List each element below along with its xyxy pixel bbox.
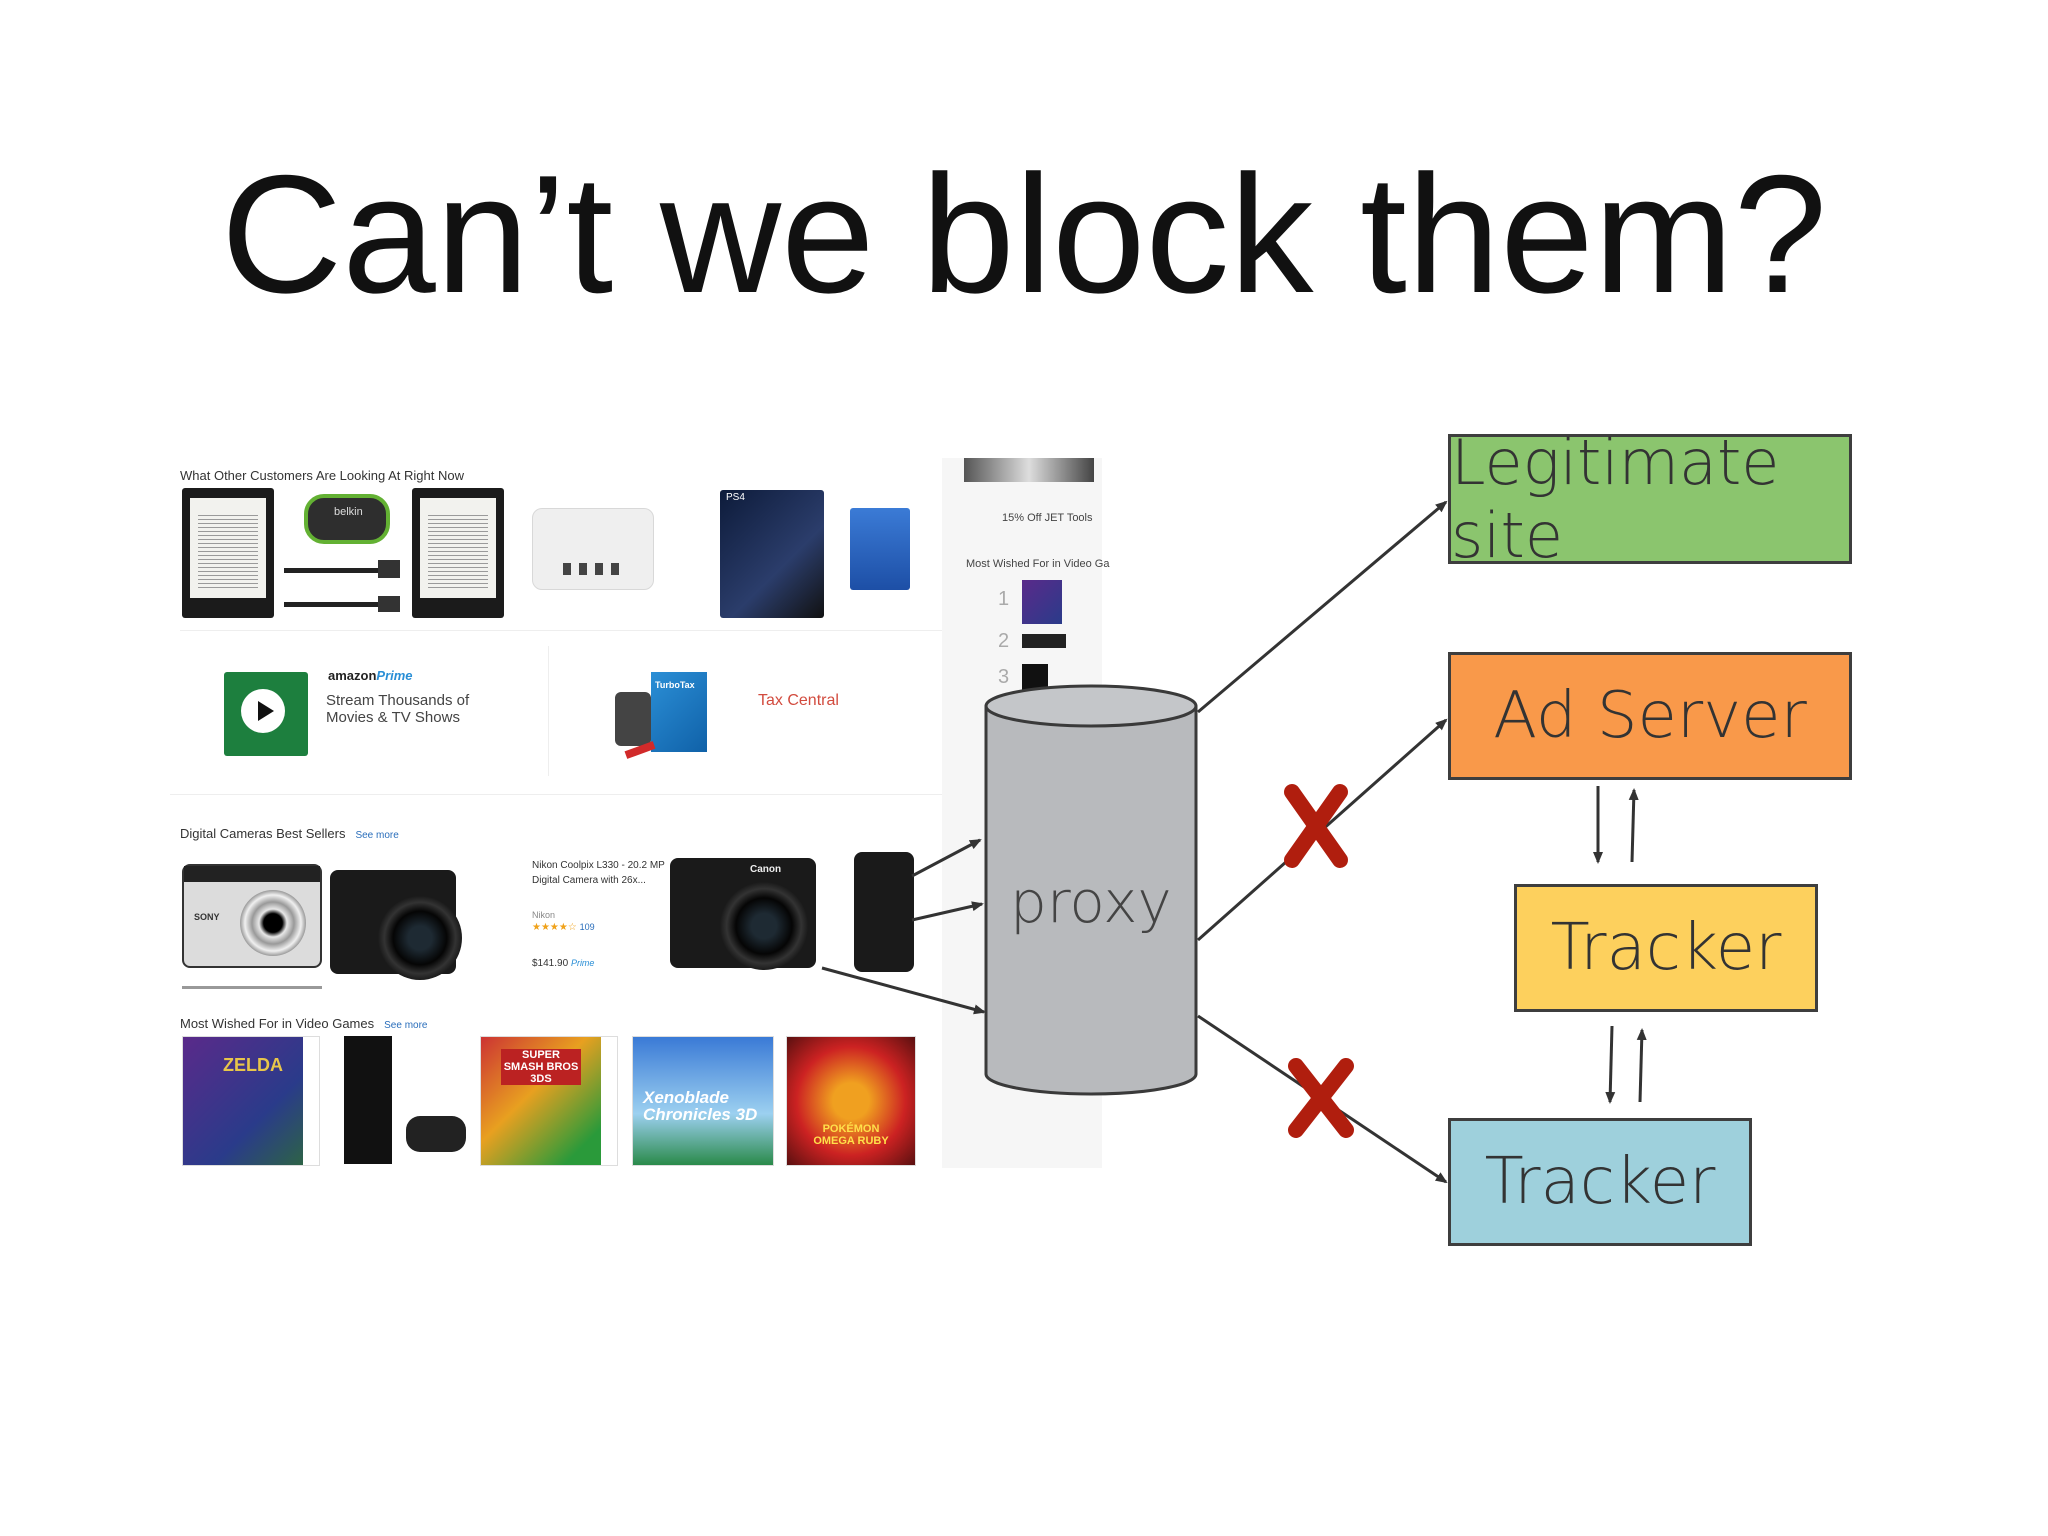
- charger-brand: belkin: [334, 506, 363, 518]
- prime-promo-text[interactable]: Stream Thousands of Movies & TV Shows: [326, 692, 470, 727]
- laptop-product-image[interactable]: [850, 508, 910, 590]
- xenoblade-label: Xenoblade Chronicles 3D: [643, 1088, 758, 1124]
- turbotax-label: TurboTax: [655, 680, 695, 690]
- smash-label: SUPER SMASH BROS 3DS: [501, 1049, 581, 1085]
- arrow-tracker2-to-tracker1: [1636, 1028, 1647, 1103]
- legitimate-site-label: Legitimate site: [1451, 426, 1780, 572]
- smash-bros-game-box[interactable]: SUPER SMASH BROS 3DS: [480, 1036, 618, 1166]
- camera-brand: Nikon: [532, 910, 556, 920]
- usb-charging-station-product-image[interactable]: [532, 508, 654, 590]
- see-more-games-link[interactable]: See more: [384, 1020, 428, 1031]
- star-rating: ★★★★☆ 109: [532, 922, 595, 933]
- camera-product-title[interactable]: Nikon Coolpix L330 - 20.2 MP Digital Cam…: [532, 860, 665, 886]
- jet-tools-image[interactable]: [964, 458, 1094, 482]
- jet-tools-promo[interactable]: 15% Off JET Tools: [1002, 512, 1093, 524]
- arrow-tracker-to-tracker: [1605, 1025, 1616, 1104]
- tracker-box-1: Tracker: [1514, 884, 1818, 1012]
- tracker-box-2: Tracker: [1448, 1118, 1752, 1246]
- proxy-label: proxy: [1010, 868, 1172, 936]
- sidebar-rank-2: 2: [998, 630, 1010, 652]
- tax-central-link[interactable]: Tax Central: [758, 692, 839, 709]
- sidebar-section-label: Most Wished For in Video Ga: [966, 558, 1110, 570]
- camera-price: $141.90 Prime: [532, 958, 595, 969]
- sidebar-rank-1: 1: [998, 588, 1010, 610]
- turbotax-product-image[interactable]: TurboTax: [615, 662, 710, 759]
- car-charger-product-image[interactable]: belkin: [282, 488, 404, 618]
- prime-video-logo[interactable]: [224, 672, 308, 756]
- sidebar-rank-3: 3: [998, 666, 1010, 688]
- tracker-label-1: Tracker: [1550, 911, 1782, 985]
- ps4-console-image[interactable]: [336, 1036, 472, 1164]
- section-label-customers-looking: What Other Customers Are Looking At Righ…: [180, 468, 464, 483]
- zelda-game-box[interactable]: ZELDA: [182, 1036, 320, 1166]
- tracker-label-2: Tracker: [1484, 1145, 1716, 1219]
- sidebar-zelda-thumb[interactable]: [1022, 580, 1062, 624]
- ps4-game-product-image[interactable]: PS4: [720, 490, 824, 618]
- sony-label: SONY: [194, 912, 220, 922]
- kindle-product-image[interactable]: [182, 488, 274, 618]
- slide-title: Can’t we block them?: [220, 140, 1828, 328]
- arrow-screenshot-to-proxy-1: [911, 838, 982, 878]
- arrow-proxy-to-legit: [1197, 500, 1448, 714]
- play-icon: [241, 689, 285, 733]
- ad-server-label: Ad Server: [1493, 679, 1807, 753]
- arrow-screenshot-to-proxy-2: [911, 901, 984, 922]
- sidebar-fire-stick-thumb[interactable]: [1022, 634, 1066, 648]
- cylinder-top: [984, 684, 1198, 728]
- block-mark-adserver: [1284, 784, 1348, 868]
- zelda-label: ZELDA: [223, 1055, 283, 1075]
- proxy-cylinder: [984, 684, 1198, 1096]
- ad-server-box: Ad Server: [1448, 652, 1852, 780]
- canon-camera-image[interactable]: Canon: [670, 858, 816, 970]
- nikon-dslr-image[interactable]: [330, 870, 462, 980]
- amazon-prime-brand: amazonPrime: [328, 668, 413, 683]
- pokemon-label: POKÉMON OMEGA RUBY: [813, 1123, 889, 1147]
- kindle-paperwhite-product-image[interactable]: [412, 488, 504, 618]
- sony-camera-image[interactable]: SONY: [182, 864, 322, 968]
- arrow-tracker-to-adserver: [1628, 788, 1639, 863]
- ps4-label: PS4: [726, 492, 745, 503]
- arrow-screenshot-to-proxy-3: [821, 966, 986, 1015]
- block-mark-tracker: [1288, 1058, 1354, 1138]
- legitimate-site-box: Legitimate site: [1448, 426, 1852, 572]
- xenoblade-game-box[interactable]: Xenoblade Chronicles 3D: [632, 1036, 774, 1166]
- pokemon-game-box[interactable]: POKÉMON OMEGA RUBY: [786, 1036, 916, 1166]
- partial-camera-image[interactable]: [854, 852, 914, 972]
- see-more-link[interactable]: See more: [355, 830, 399, 841]
- sidebar-console-thumb[interactable]: [1022, 664, 1048, 690]
- canon-label: Canon: [750, 864, 782, 875]
